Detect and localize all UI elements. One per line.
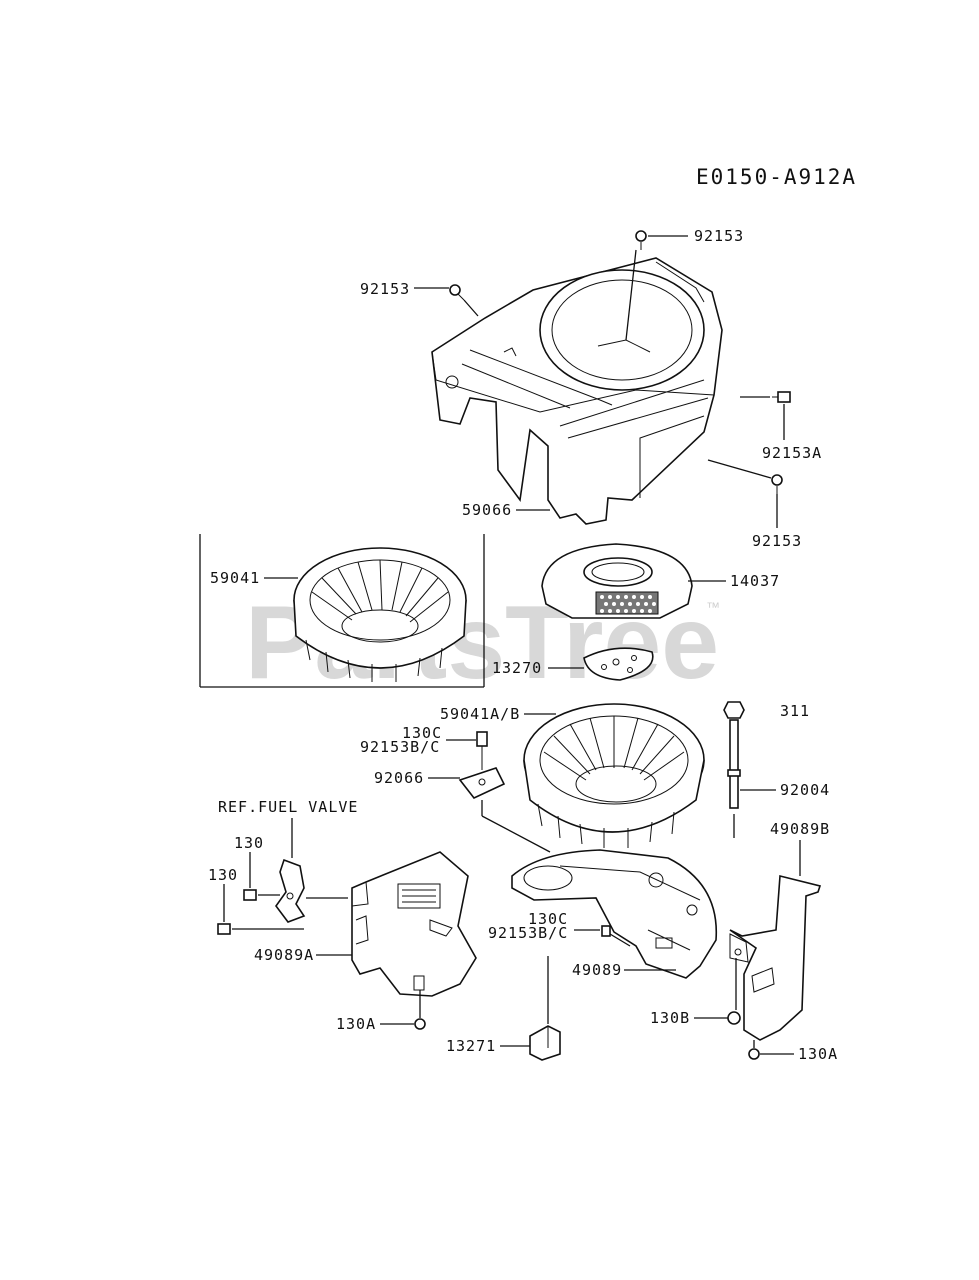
label-130C-lower: 130C <box>528 910 568 928</box>
label-130-lower: 130 <box>208 866 238 884</box>
screw-130A-left[interactable] <box>414 1018 426 1030</box>
label-49089A: 49089A <box>254 946 314 964</box>
label-14037: 14037 <box>730 572 780 590</box>
label-59041AB: 59041A/B <box>440 705 520 723</box>
bolt-130C-upper[interactable] <box>476 731 488 770</box>
label-130C-upper: 130C <box>402 724 442 742</box>
label-92153-top: 92153 <box>694 227 744 245</box>
label-59066: 59066 <box>462 501 512 519</box>
label-49089B: 49089B <box>770 820 830 838</box>
stud-92004[interactable] <box>727 719 741 809</box>
screw-130B[interactable] <box>727 1011 741 1025</box>
flywheel-59041AB[interactable] <box>523 703 705 848</box>
washer-92066[interactable] <box>458 767 506 799</box>
label-49089: 49089 <box>572 961 622 979</box>
bolt-130-lower[interactable] <box>217 923 231 935</box>
bolt-130C-lower[interactable] <box>601 925 611 937</box>
label-92004: 92004 <box>780 781 830 799</box>
screw-92153-top[interactable] <box>635 230 647 250</box>
bolt-92153A[interactable] <box>772 391 791 403</box>
label-ref-fuel-valve: REF.FUEL VALVE <box>218 798 358 816</box>
fuel-valve-bracket[interactable] <box>275 858 306 923</box>
label-130-upper: 130 <box>234 834 264 852</box>
bolt-130-upper[interactable] <box>243 889 257 901</box>
screen-14037[interactable] <box>541 543 693 619</box>
screw-130A-right[interactable] <box>748 1048 760 1060</box>
screw-92153-right[interactable] <box>771 474 783 494</box>
label-13270: 13270 <box>492 659 542 677</box>
label-130A-left: 130A <box>336 1015 376 1033</box>
blower-housing-59066[interactable] <box>431 257 723 525</box>
label-311: 311 <box>780 702 810 720</box>
label-13271: 13271 <box>446 1037 496 1055</box>
screw-92153-left[interactable] <box>449 284 465 301</box>
label-92153-right: 92153 <box>752 532 802 550</box>
cover-49089B[interactable] <box>729 874 822 1041</box>
cover-49089A[interactable] <box>351 851 477 997</box>
label-130A-right: 130A <box>798 1045 838 1063</box>
label-92153-left: 92153 <box>360 280 410 298</box>
label-130B: 130B <box>650 1009 690 1027</box>
label-92153BC-upper: 92153B/C <box>360 738 440 756</box>
baffle-49089[interactable] <box>511 849 718 979</box>
bracket-13271[interactable] <box>529 1025 561 1061</box>
label-92153A: 92153A <box>762 444 822 462</box>
diagram-code: E0150-A912A <box>696 165 857 189</box>
label-92153BC-lower: 92153B/C <box>488 924 568 942</box>
flywheel-59041[interactable] <box>293 547 467 682</box>
nut-311[interactable] <box>723 701 745 719</box>
plate-13270[interactable] <box>583 647 654 681</box>
label-92066: 92066 <box>374 769 424 787</box>
bracket-box-59041 <box>199 534 485 688</box>
label-59041: 59041 <box>210 569 260 587</box>
watermark-trademark: ™ <box>706 599 720 615</box>
